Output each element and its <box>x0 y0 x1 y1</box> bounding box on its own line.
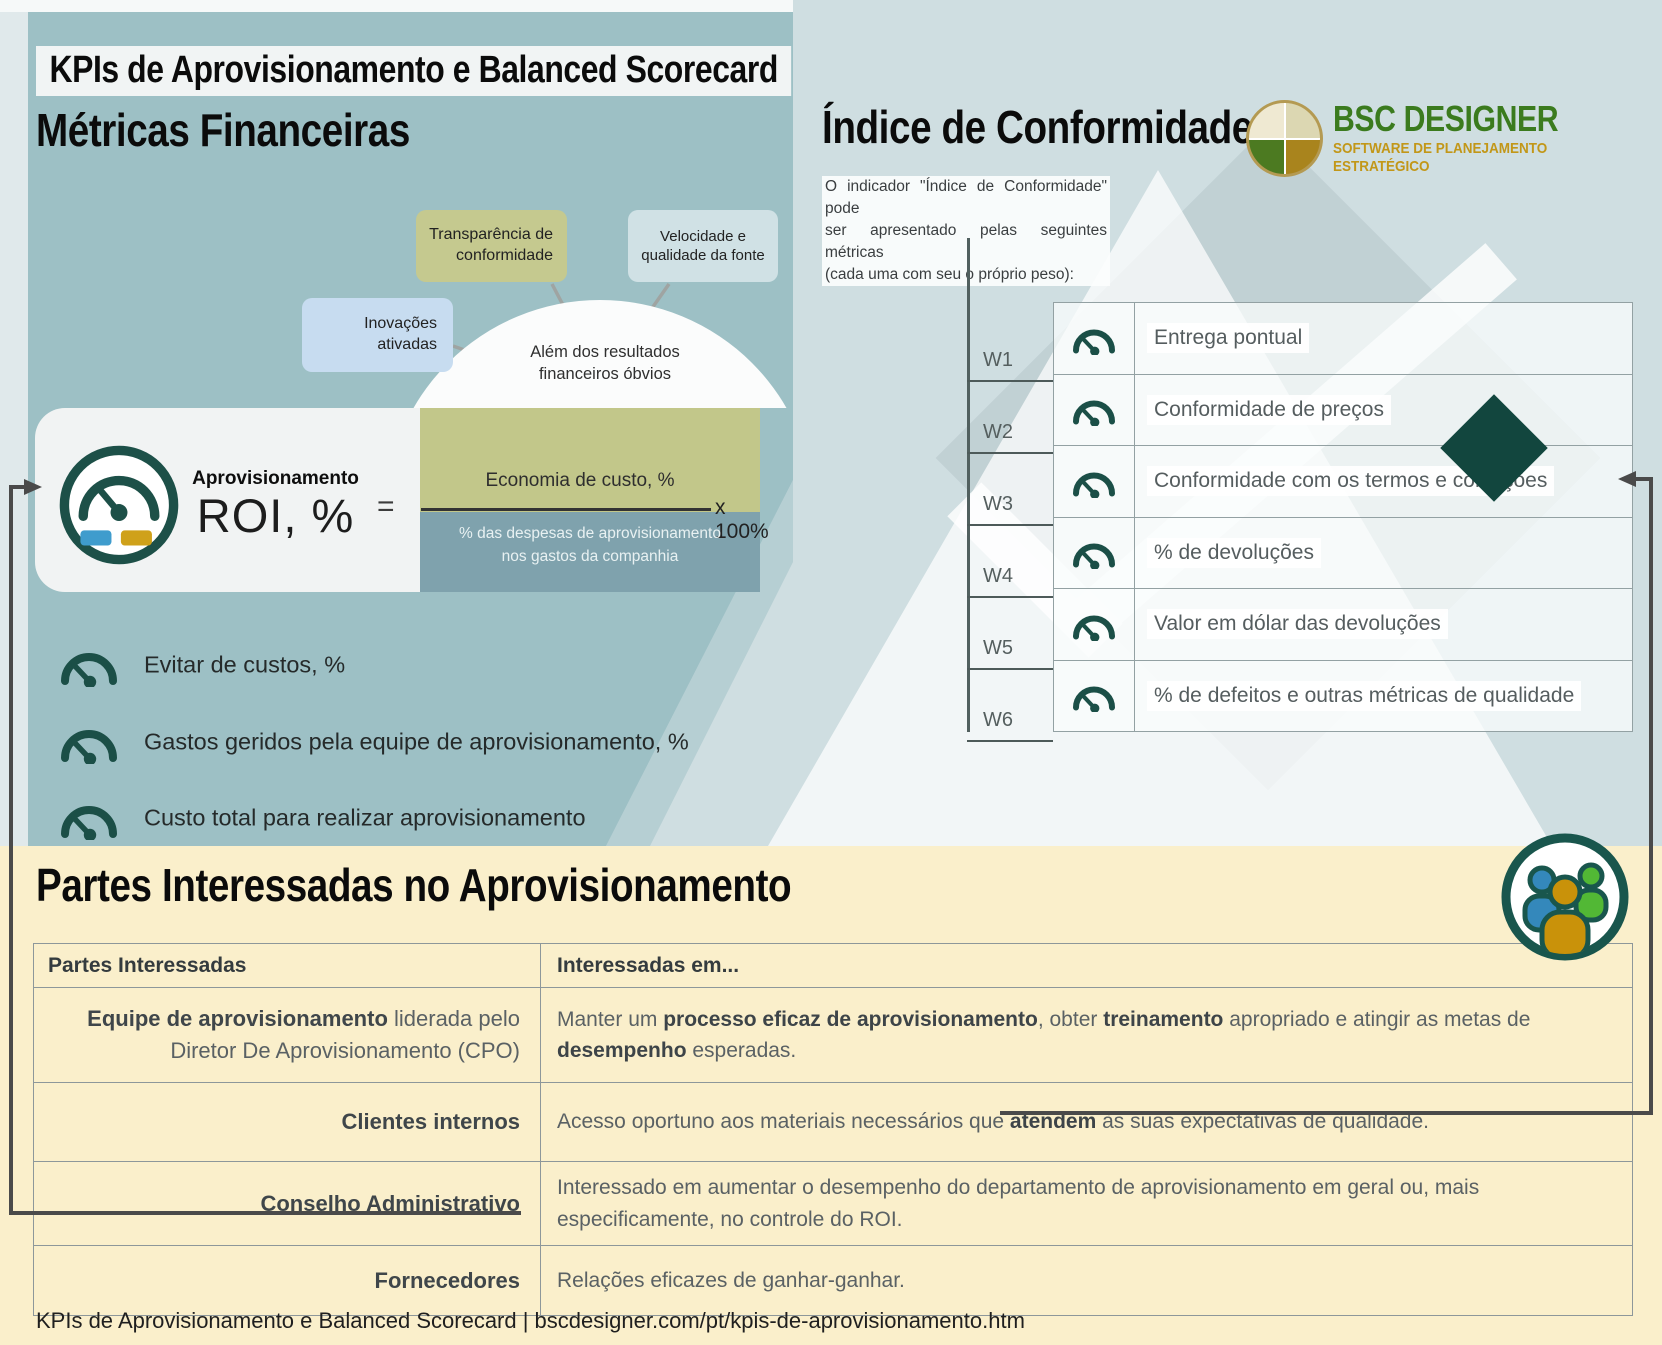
gauge-icon <box>1054 303 1135 374</box>
logo-name: BSC DESIGNER <box>1333 98 1559 139</box>
stakeholder-interest: Relações eficazes de ganhar-ganhar. <box>557 1268 905 1292</box>
page-title: KPIs de Aprovisionamento e Balanced Scor… <box>36 46 935 96</box>
weight-cell: W5 <box>967 598 1053 670</box>
gauge-icon <box>57 796 121 840</box>
metric-row: % de devoluções <box>1054 517 1632 589</box>
formula-numerator-block <box>420 408 760 512</box>
roi-formula-box: Aprovisionamento ROI, % = Economia de cu… <box>35 408 769 592</box>
metric-label: Valor em dólar das devoluções <box>1147 609 1448 640</box>
section-title-conformidade: Índice de Conformidade <box>822 101 1253 153</box>
gauge-icon <box>1054 374 1135 445</box>
gauge-icon <box>1054 517 1135 588</box>
gauge-icon <box>59 445 179 565</box>
weight-cell: W2 <box>967 382 1053 454</box>
metric-row: Conformidade com os termos e condições <box>1054 446 1632 518</box>
metric-row: Conformidade de preços <box>1054 374 1632 446</box>
weight-label: W2 <box>983 421 1013 443</box>
formula-denominator: % das despesas de aprovisionamento nos g… <box>433 522 747 569</box>
stakeholder-name: Conselho Administrativo <box>260 1190 520 1216</box>
denominator-line2: nos gastos da companhia <box>501 548 679 566</box>
top-margin-strip <box>0 0 793 12</box>
metric-label: % de defeitos e outras métricas de quali… <box>1147 680 1582 711</box>
logo-pie-divider <box>1249 137 1320 140</box>
stakeholder-name-line2: Diretor De Aprovisionamento (CPO) <box>170 1038 520 1063</box>
weights-ruler: W1 W2 W3 W4 W5 W6 <box>967 310 1053 742</box>
financial-metric-label: Gastos geridos pela equipe de aprovision… <box>144 728 689 755</box>
column-header-partes: Partes Interessadas <box>34 944 541 987</box>
metric-label: Conformidade de preços <box>1147 394 1391 425</box>
intro-line: ser apresentado pelas seguintes métricas <box>822 220 1110 264</box>
gauge-icon <box>57 643 121 687</box>
weight-label: W4 <box>983 565 1013 587</box>
table-row: Equipe de aprovisionamento liderada pelo… <box>34 988 1632 1083</box>
weight-cell: W1 <box>967 310 1053 382</box>
metric-label: % de devoluções <box>1147 537 1321 568</box>
metric-row: % de defeitos e outras métricas de quali… <box>1054 660 1632 731</box>
stakeholder-name: Equipe de aprovisionamento liderada pelo <box>87 1006 520 1032</box>
weight-label: W1 <box>983 349 1013 371</box>
intro-line: (cada uma com seu o próprio peso): <box>822 264 1110 286</box>
weight-label: W5 <box>983 637 1013 659</box>
stakeholder-name: Clientes internos <box>341 1109 520 1135</box>
gauge-icon <box>57 720 121 764</box>
denominator-line1: % das despesas de aprovisionamento <box>459 525 721 542</box>
financial-metric-row: Custo total para realizar aprovisionamen… <box>0 796 760 840</box>
stakeholder-interest: Interessado em aumentar o desempenho do … <box>557 1176 1480 1231</box>
pie-quadrant-logo-icon <box>1246 100 1323 177</box>
formula-multiplier: x 100% <box>715 496 769 543</box>
callout-inovacoes: Inovações ativadas <box>302 298 453 372</box>
weight-cell: W6 <box>967 670 1053 742</box>
stakeholder-interest: Acesso oportuno aos materiais necessário… <box>557 1110 1429 1134</box>
logo-tagline-line1: SOFTWARE DE PLANEJAMENTO <box>1333 140 1548 157</box>
equals-sign: = <box>377 490 395 523</box>
metric-row: Valor em dólar das devoluções <box>1054 589 1632 661</box>
section-title-financeiras: Métricas Financeiras <box>36 104 410 156</box>
weight-cell: W3 <box>967 454 1053 526</box>
table-row: Clientes internos Acesso oportuno aos ma… <box>34 1083 1632 1162</box>
column-header-interessadas: Interessadas em... <box>557 953 740 977</box>
weights-ruler-line <box>967 238 970 732</box>
financial-metric-label: Evitar de custos, % <box>144 651 346 678</box>
roi-label-aprovisionamento: Aprovisionamento <box>192 468 359 489</box>
gauge-icon <box>1054 660 1135 731</box>
metric-row: Entrega pontual <box>1054 303 1632 375</box>
weight-label: W6 <box>983 709 1013 731</box>
people-group-icon <box>1501 833 1629 961</box>
dome-note: Além dos resultados financeiros óbvios <box>530 343 680 384</box>
logo-tagline-line2: ESTRATÉGICO <box>1333 158 1430 175</box>
financial-metric-row: Evitar de custos, % <box>0 643 760 687</box>
weight-cell: W4 <box>967 526 1053 598</box>
footer-source-link[interactable]: KPIs de Aprovisionamento e Balanced Scor… <box>36 1308 1025 1333</box>
financial-metric-label: Custo total para realizar aprovisionamen… <box>144 804 586 831</box>
financial-metric-row: Gastos geridos pela equipe de aprovision… <box>0 720 760 764</box>
weight-label: W3 <box>983 493 1013 515</box>
fraction-line <box>421 508 711 511</box>
stakeholder-name: Fornecedores <box>374 1267 521 1293</box>
stakeholders-table: Partes Interessadas Interessadas em... E… <box>33 943 1633 1316</box>
conformidade-metrics-table: Entrega pontual Conformidade de preços C… <box>1053 302 1633 732</box>
intro-line: O indicador "Índice de Conformidade" pod… <box>822 176 1110 220</box>
roi-label-big: ROI, % <box>196 489 355 542</box>
section-title-stakeholders: Partes Interessadas no Aprovisionamento <box>36 859 792 911</box>
table-row: Fornecedores Relações eficazes de ganhar… <box>34 1246 1632 1315</box>
gauge-icon <box>1054 589 1135 660</box>
metric-label: Entrega pontual <box>1147 323 1310 354</box>
table-header-row: Partes Interessadas Interessadas em... <box>34 944 1632 988</box>
callout-transparencia: Transparência de conformidade <box>416 210 567 282</box>
stakeholder-interest: Manter um processo eficaz de aprovisiona… <box>557 1007 1531 1063</box>
gauge-icon <box>1054 446 1135 517</box>
conformidade-intro: O indicador "Índice de Conformidade" pod… <box>822 176 1110 286</box>
callout-velocidade: Velocidade e qualidade da fonte <box>628 210 778 282</box>
formula-numerator: Economia de custo, % <box>485 470 675 491</box>
table-row: Conselho Administrativo Interessado em a… <box>34 1162 1632 1246</box>
